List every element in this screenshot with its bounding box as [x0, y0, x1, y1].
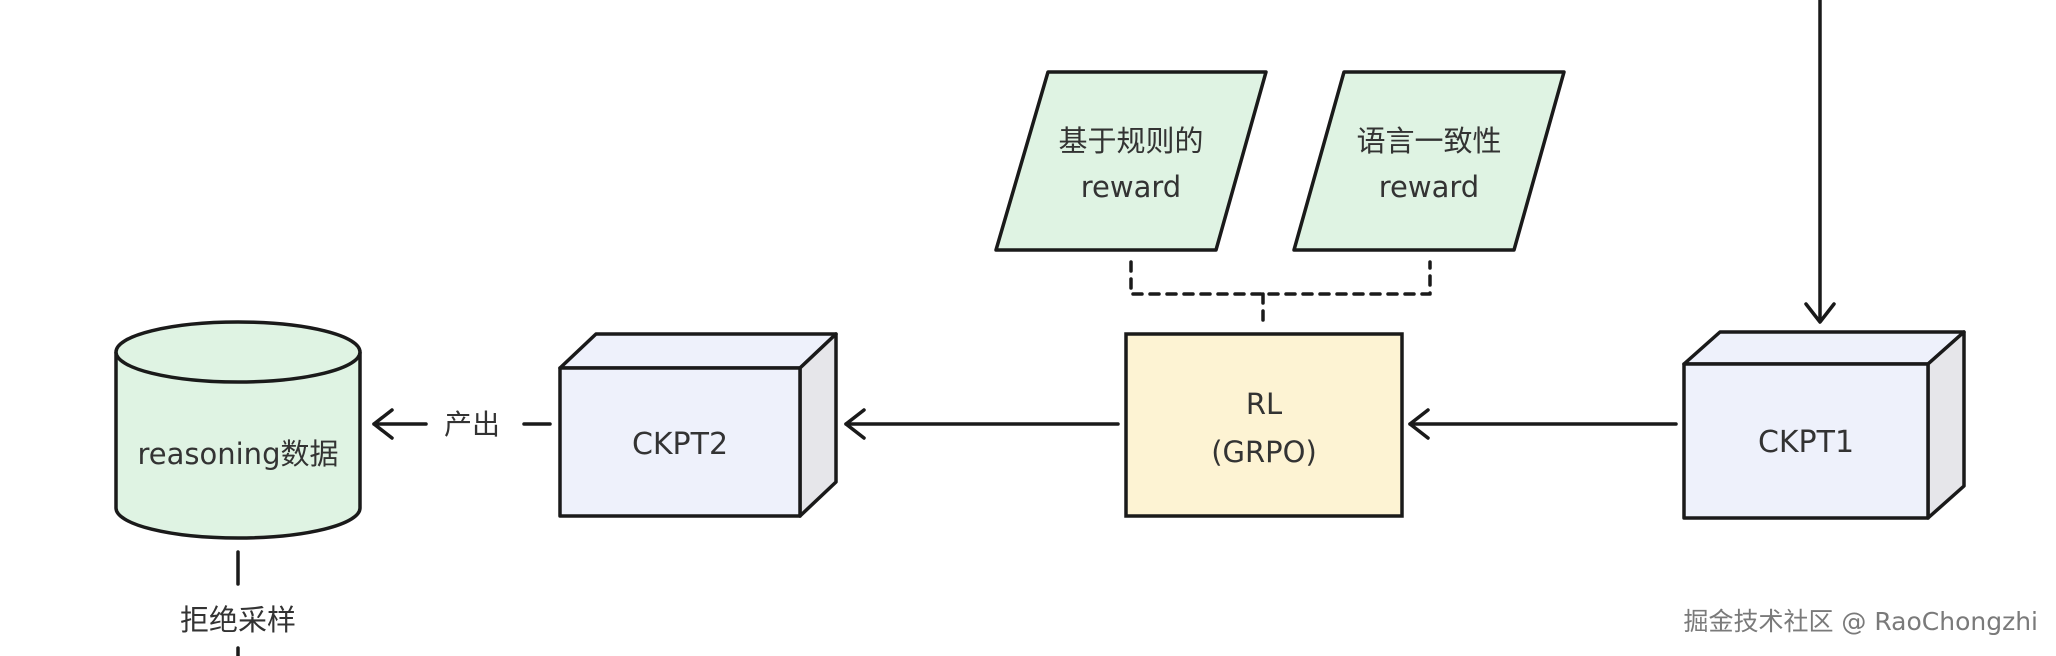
- ckpt2-node: CKPT2: [558, 332, 838, 518]
- ckpt1-label: CKPT1: [1758, 425, 1854, 460]
- grpo-label: (GRPO): [1211, 435, 1317, 469]
- arrow-ckpt1-to-rl: [1408, 408, 1678, 440]
- rule-reward-node: 基于规则的 reward: [994, 70, 1268, 252]
- arrow-ckpt2-to-db: [372, 408, 552, 440]
- reasoning-data-label: reasoning数据: [138, 437, 339, 471]
- reward-dashed-connector: [1129, 260, 1432, 326]
- lang-reward-line2: reward: [1379, 170, 1479, 204]
- watermark-text: 掘金技术社区 @ RaoChongzhi: [1683, 607, 2038, 636]
- ckpt1-node: CKPT1: [1682, 330, 1966, 520]
- rule-reward-line1: 基于规则的: [1058, 124, 1203, 158]
- rl-grpo-node: RL (GRPO): [1124, 332, 1404, 518]
- arrow-rl-to-ckpt2: [844, 408, 1120, 440]
- rule-reward-line2: reward: [1081, 170, 1181, 204]
- produce-label: 产出: [444, 408, 500, 441]
- reasoning-data-node: reasoning数据: [114, 320, 362, 540]
- arrow-top-to-ckpt1: [1804, 0, 1836, 324]
- ckpt2-label: CKPT2: [632, 427, 728, 462]
- rl-label: RL: [1246, 387, 1282, 421]
- lang-reward-line1: 语言一致性: [1356, 124, 1501, 158]
- rejection-sampling-label: 拒绝采样: [180, 603, 296, 637]
- lang-reward-node: 语言一致性 reward: [1292, 70, 1566, 252]
